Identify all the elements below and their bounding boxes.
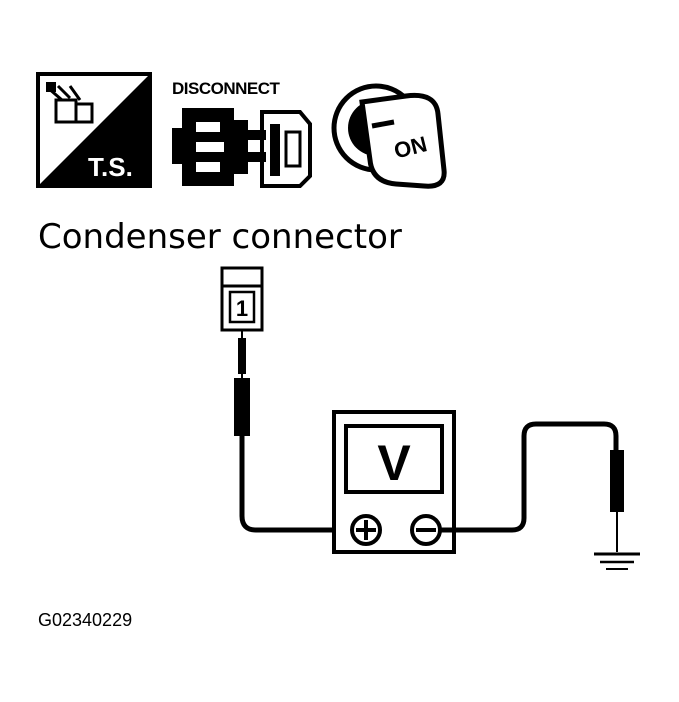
ignition-on-icon: ON (331, 83, 447, 189)
positive-test-lead (234, 330, 340, 533)
figure-code: G02340229 (38, 610, 132, 630)
voltmeter-label: V (377, 435, 411, 491)
ts-label: T.S. (88, 152, 133, 182)
connector-box-icon (46, 82, 94, 124)
voltmeter: V (332, 410, 456, 554)
terminal-number: 1 (236, 296, 248, 321)
terminal-1 (228, 290, 256, 324)
disconnect-label: DISCONNECT (172, 79, 281, 98)
positive-terminal (350, 514, 382, 546)
negative-test-lead (440, 421, 624, 552)
negative-terminal (410, 514, 442, 546)
disconnect-icon: DISCONNECT (172, 79, 312, 188)
voltmeter-display (344, 424, 444, 494)
condenser-connector: 1 (220, 266, 264, 332)
ts-icon: T.S. (36, 72, 152, 188)
diagram-title: Condenser connector (38, 217, 402, 257)
ground-icon (594, 552, 640, 570)
